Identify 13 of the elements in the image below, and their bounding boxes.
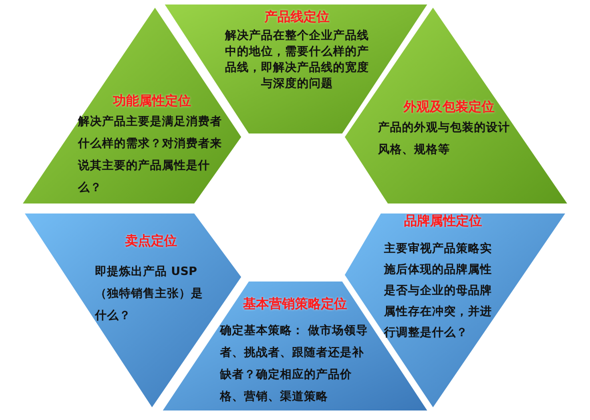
segment-title: 产品线定位 — [264, 8, 330, 26]
segment-title: 基本营销策略定位 — [242, 296, 348, 313]
segment-title: 品牌属性定位 — [403, 212, 483, 230]
segment-description: 解决产品主要是满足消费者什么样的需求？对消费者来说其主要的产品属性是什么？ — [78, 113, 223, 196]
segment-description: 主要审视产品策略实施后体现的品牌属性是否与企业的母品牌属性存在冲突，并进行调整是什么？ — [384, 240, 493, 341]
hexagon-segment — [22, 212, 243, 410]
segment-description: 解决产品在整个企业产品线中的地位，需要什么样的产品线，即解决产品线的宽度与深度的问题 — [224, 27, 370, 91]
segment-description: 即提炼出产品 USP（独特销售主张）是什么？ — [95, 263, 204, 324]
segment-description: 产品的外观与包装的设计风格、规格等 — [378, 119, 511, 158]
segment-title: 功能属性定位 — [112, 92, 192, 110]
segment-title: 外观及包装定位 — [402, 98, 496, 116]
segment-description: 确定基本策略： 做市场领导者、挑战者、跟随者还是补缺者？确定相应的产品价格、营销、渠道策略 — [220, 322, 370, 405]
segment-title: 卖点定位 — [124, 232, 178, 250]
